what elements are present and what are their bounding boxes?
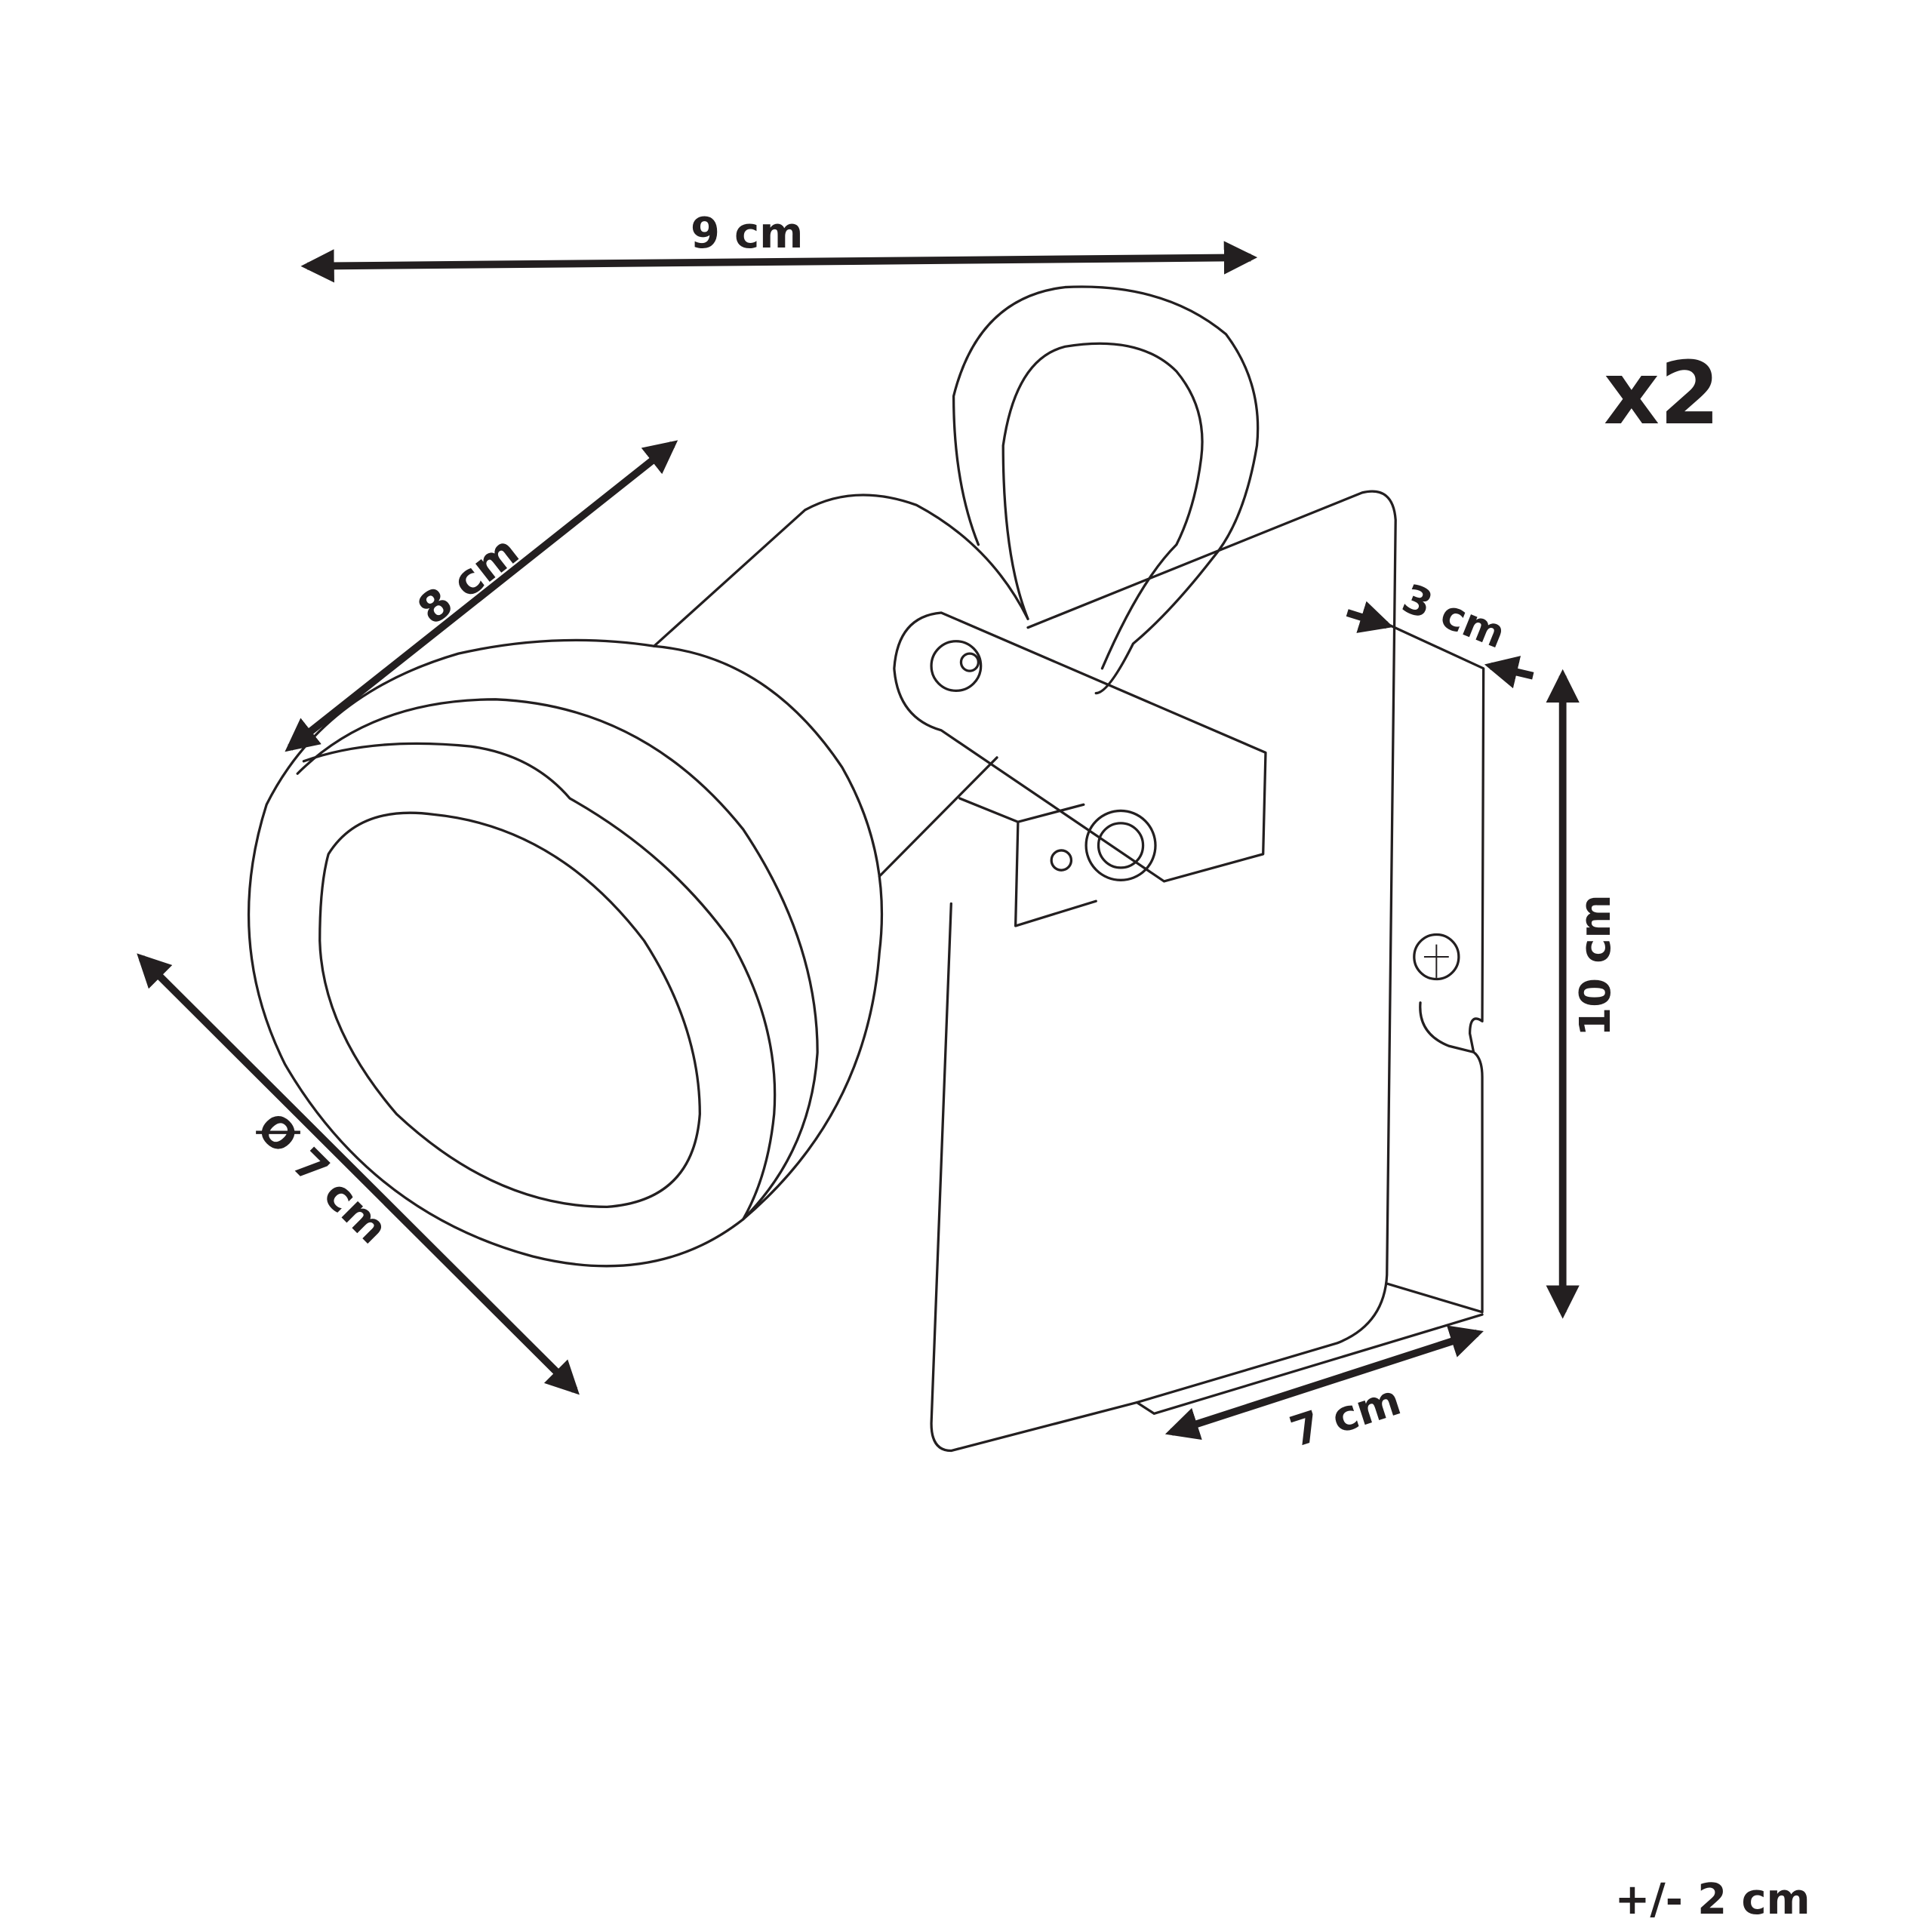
arm-depth-arrow <box>285 440 678 752</box>
height-label: 10 cm <box>1571 894 1620 1036</box>
width-label: 9 cm <box>691 209 803 258</box>
wall-plate <box>930 490 1397 1453</box>
thickness-label: 3 cm <box>1396 575 1512 657</box>
thickness-arrow-left <box>1346 601 1394 633</box>
thickness-arrow-right <box>1484 656 1534 689</box>
wall-plate-side <box>1386 623 1485 1314</box>
dimension-lines <box>137 241 1580 1441</box>
diameter-label: Ø 7 cm <box>248 1103 398 1253</box>
arm-bracket <box>893 611 1267 883</box>
tolerance-label: +/- 2 cm <box>1615 1875 1810 1924</box>
lamp-housing <box>652 494 1029 647</box>
screw-icon <box>1413 933 1460 981</box>
plate-width-arrow <box>1164 1325 1484 1441</box>
wall-plate-bottom <box>1135 1313 1484 1415</box>
arm-depth-label: 8 cm <box>409 527 528 635</box>
lens <box>318 811 701 1209</box>
quantity-label: x2 <box>1604 343 1720 444</box>
diameter-arrow <box>137 953 580 1395</box>
spotlight-drawing <box>247 285 1485 1453</box>
cable <box>952 285 1260 695</box>
width-arrow <box>300 241 1258 283</box>
